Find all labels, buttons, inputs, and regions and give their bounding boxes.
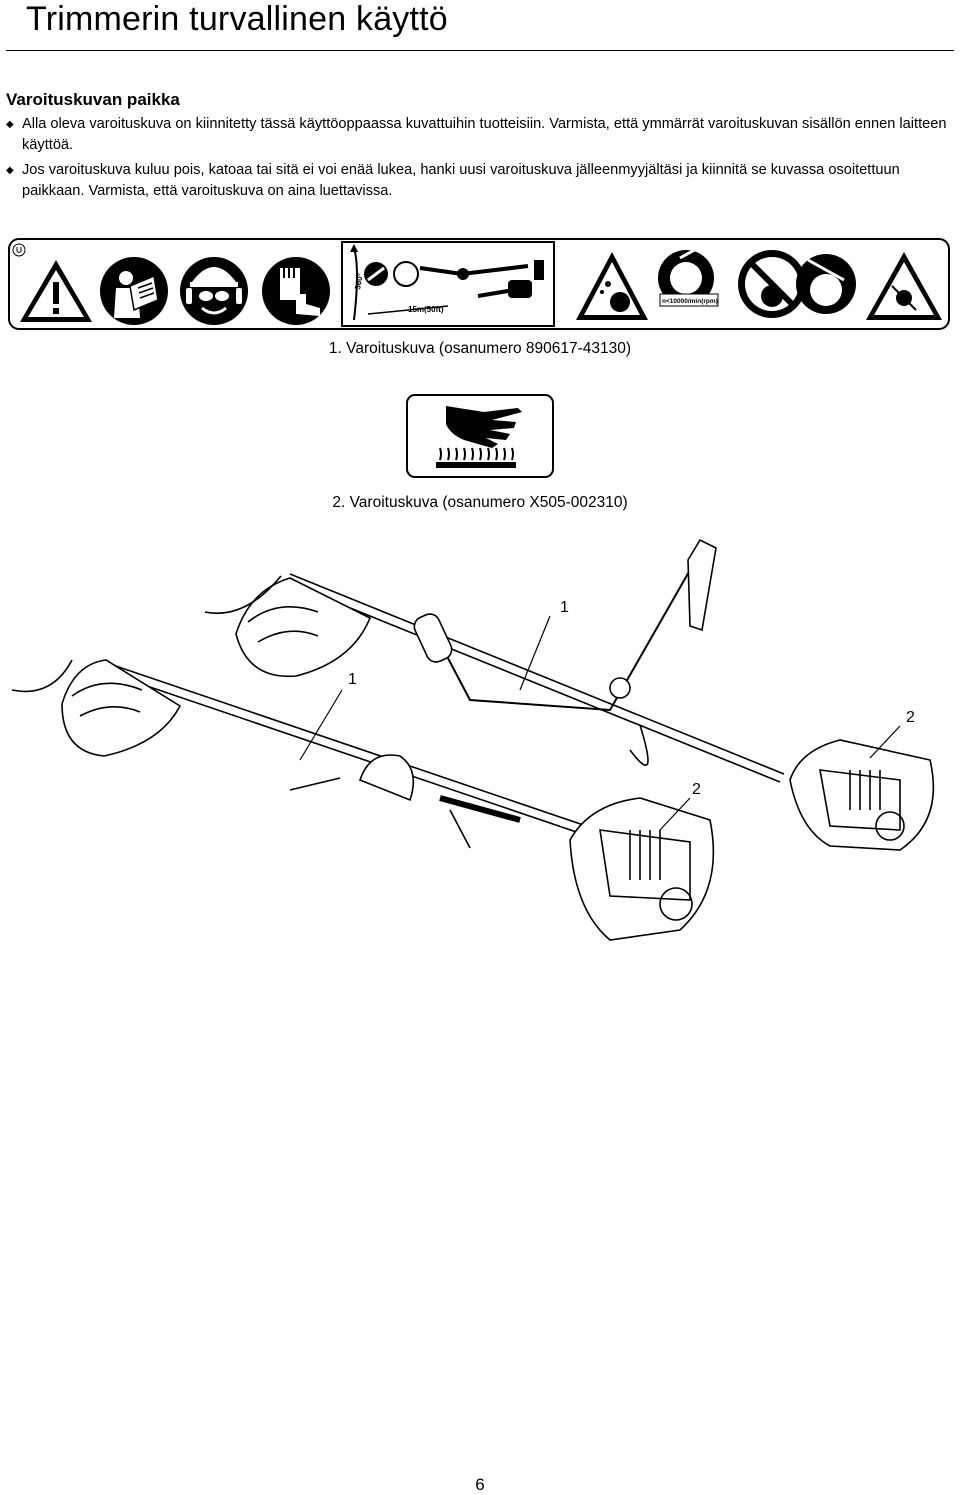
upper-handlebar <box>429 569 691 712</box>
trimmer-illustration: 1 1 2 2 <box>11 538 935 941</box>
safety-distance-panel <box>341 241 555 327</box>
upper-trimmer-shaft <box>285 581 781 783</box>
page-title: Trimmerin turvallinen käyttö <box>26 0 448 38</box>
circle-mark-icon <box>12 243 26 257</box>
callout-number: 2 <box>692 781 701 798</box>
cutter-speed-icon <box>658 246 719 307</box>
warning-label-strip: 360° 15m(50ft) n<10000/min(rpm) <box>8 238 950 330</box>
callout-number: 2 <box>906 709 915 726</box>
lower-engine <box>569 797 715 941</box>
angle-label: 360° <box>353 272 365 290</box>
callout-number: 1 <box>560 599 569 616</box>
warning-triangle-icon <box>20 260 92 322</box>
diamond-bullet-icon: ◆ <box>6 119 14 130</box>
distance-label: 15m(50ft) <box>408 305 444 314</box>
bullet-text: Alla oleva varoituskuva on kiinnitetty t… <box>22 116 947 153</box>
rpm-label: n<10000/min(rpm) <box>662 298 718 305</box>
lower-loop-handle <box>359 754 415 802</box>
label1-caption: 1. Varoituskuva (osanumero 890617-43130) <box>328 340 632 357</box>
upper-guard <box>235 577 372 678</box>
bullet-list: ◆ Alla oleva varoituskuva on kiinnitetty… <box>6 114 954 206</box>
no-metal-blade-icon <box>738 250 806 318</box>
hot-surface-label <box>406 394 554 478</box>
trimmer-head-icon <box>796 254 856 314</box>
list-item: ◆ Jos varoituskuva kuluu pois, katoaa ta… <box>6 160 954 202</box>
lower-trimmer-shaft <box>99 669 601 841</box>
gloves-boots-icon <box>262 257 330 325</box>
read-manual-icon <box>100 257 168 325</box>
section-heading: Varoituskuvan paikka <box>6 90 180 109</box>
bullet-text: Jos varoituskuva kuluu pois, katoaa tai … <box>22 162 900 199</box>
thrown-object-warning-icon <box>576 252 648 320</box>
kickback-warning-icon <box>866 252 942 320</box>
label2-caption: 2. Varoituskuva (osanumero X505-002310) <box>332 494 628 511</box>
page-number: 6 <box>475 1475 485 1494</box>
heat-waves-icon <box>436 447 516 468</box>
hand-icon <box>446 406 522 448</box>
title-divider <box>6 50 954 51</box>
diamond-bullet-icon: ◆ <box>6 165 14 176</box>
protective-gear-icon <box>180 257 248 325</box>
upper-engine <box>789 739 935 851</box>
list-item: ◆ Alla oleva varoituskuva on kiinnitetty… <box>6 114 954 156</box>
callout-number: 1 <box>348 671 357 688</box>
